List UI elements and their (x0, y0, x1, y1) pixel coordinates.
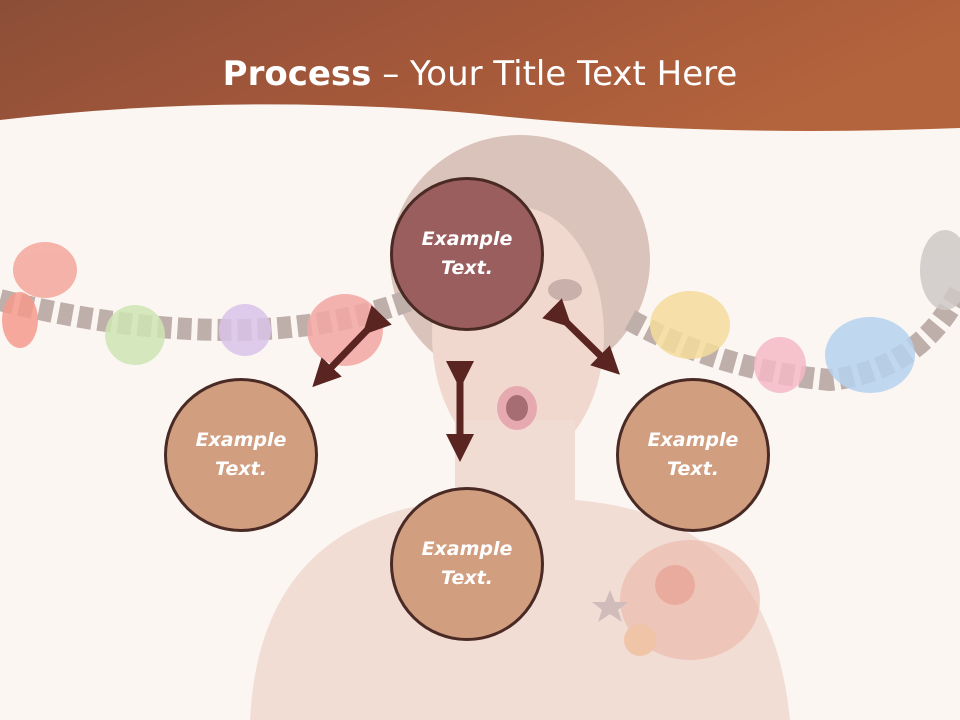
arrow-center-left (312, 305, 392, 388)
header-band (0, 0, 960, 131)
center-circle-line2: Text. (441, 257, 493, 279)
right-circle-line2: Text. (667, 458, 719, 480)
bottom-circle-line1: Example (421, 538, 513, 560)
left-circle-line2: Text. (215, 458, 267, 480)
right-circle-line1: Example (647, 429, 739, 451)
eye-left (548, 279, 582, 301)
bottom-circle-line2: Text. (441, 567, 493, 589)
tattoo-decoration (592, 540, 760, 660)
slide-title: Process – Your Title Text Here (0, 52, 960, 96)
left-circle: Example Text. (164, 378, 318, 532)
title-rest: Your Title Text Here (410, 54, 738, 94)
left-circle-line1: Example (195, 429, 287, 451)
arrow-center-right (542, 298, 621, 375)
bottom-circle: Example Text. (390, 487, 544, 641)
right-circle: Example Text. (616, 378, 770, 532)
center-circle-line1: Example (421, 228, 513, 250)
title-bold: Process (222, 54, 372, 94)
mouth-inner (506, 395, 528, 421)
title-dash: – (371, 54, 411, 94)
center-circle: Example Text. (390, 177, 544, 331)
